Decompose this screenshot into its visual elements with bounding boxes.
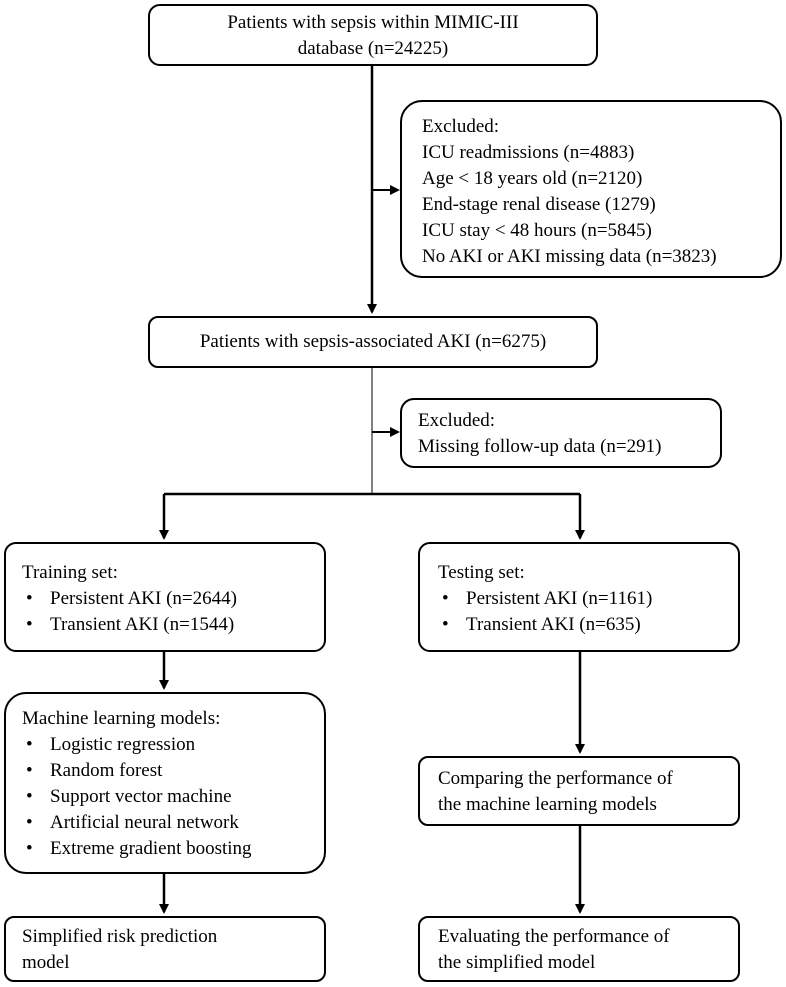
comparing-line-2: the machine learning models xyxy=(438,794,657,815)
testing-bullet: • Transient AKI (n=635) xyxy=(438,612,738,638)
training-heading: Training set: xyxy=(22,562,118,583)
ml-bullet: • Random forest xyxy=(22,758,324,784)
testing-bullet-text: Persistent AKI (n=1161) xyxy=(466,588,653,609)
bullet-marker: • xyxy=(442,614,449,635)
testing-bullet-text: Transient AKI (n=635) xyxy=(466,614,641,635)
excluded-1-item: ICU stay < 48 hours (n=5845) xyxy=(422,220,652,241)
ml-models-box: Machine learning models: • Logistic regre… xyxy=(4,692,326,874)
bullet-marker: • xyxy=(26,734,33,755)
bullet-marker: • xyxy=(26,614,33,635)
ml-bullet: • Logistic regression xyxy=(22,732,324,758)
simplified-line-2: model xyxy=(22,952,70,973)
bullet-marker: • xyxy=(26,812,33,833)
testing-bullet: • Persistent AKI (n=1161) xyxy=(438,586,738,612)
sepsis-line-2: database (n=24225) xyxy=(297,38,449,59)
bullet-marker: • xyxy=(442,588,449,609)
training-bullet-text: Persistent AKI (n=2644) xyxy=(50,588,237,609)
evaluating-line-1: Evaluating the performance of xyxy=(438,926,670,947)
excluded-1-item: Age < 18 years old (n=2120) xyxy=(422,168,643,189)
evaluating-box: Evaluating the performance of the simpli… xyxy=(418,916,740,982)
training-bullet-text: Transient AKI (n=1544) xyxy=(50,614,235,635)
aki-line: Patients with sepsis-associated AKI (n=6… xyxy=(199,331,547,352)
ml-heading: Machine learning models: xyxy=(22,708,221,729)
ml-bullet: • Extreme gradient boosting xyxy=(22,836,324,862)
testing-heading: Testing set: xyxy=(438,562,525,583)
evaluating-line-2: the simplified model xyxy=(438,952,596,973)
sepsis-line-1: Patients with sepsis within MIMIC-III xyxy=(227,12,519,33)
training-bullet: • Transient AKI (n=1544) xyxy=(22,612,324,638)
excluded-2-item: Missing follow-up data (n=291) xyxy=(418,436,662,457)
ml-bullet: • Support vector machine xyxy=(22,784,324,810)
testing-set-box: Testing set: • Persistent AKI (n=1161) • T… xyxy=(418,542,740,652)
simplified-line-1: Simplified risk prediction xyxy=(22,926,218,947)
excluded-1-item: End-stage renal disease (1279) xyxy=(422,194,656,215)
excluded-2-heading: Excluded: xyxy=(418,410,496,431)
excluded-1-item: No AKI or AKI missing data (n=3823) xyxy=(422,246,717,267)
excluded-1-item: ICU readmissions (n=4883) xyxy=(422,142,635,163)
ml-bullet-text: Support vector machine xyxy=(50,786,232,807)
bullet-marker: • xyxy=(26,588,33,609)
ml-bullet-text: Artificial neural network xyxy=(50,812,239,833)
simplified-model-box: Simplified risk prediction model xyxy=(4,916,326,982)
excluded-1-heading: Excluded: xyxy=(422,116,500,137)
ml-bullet-text: Logistic regression xyxy=(50,734,196,755)
bullet-marker: • xyxy=(26,838,33,859)
comparing-box: Comparing the performance of the machine… xyxy=(418,756,740,826)
training-bullet: • Persistent AKI (n=2644) xyxy=(22,586,324,612)
excluded-box-1: Excluded: ICU readmissions (n=4883) Age … xyxy=(400,100,782,278)
ml-bullet-text: Extreme gradient boosting xyxy=(50,838,252,859)
sepsis-cohort-box: Patients with sepsis within MIMIC-III da… xyxy=(148,4,598,66)
bullet-marker: • xyxy=(26,786,33,807)
bullet-marker: • xyxy=(26,760,33,781)
excluded-box-2: Excluded: Missing follow-up data (n=291) xyxy=(400,398,722,468)
comparing-line-1: Comparing the performance of xyxy=(438,768,673,789)
training-set-box: Training set: • Persistent AKI (n=2644) •… xyxy=(4,542,326,652)
ml-bullet-text: Random forest xyxy=(50,760,163,781)
aki-cohort-box: Patients with sepsis-associated AKI (n=6… xyxy=(148,316,598,368)
ml-bullet: • Artificial neural network xyxy=(22,810,324,836)
